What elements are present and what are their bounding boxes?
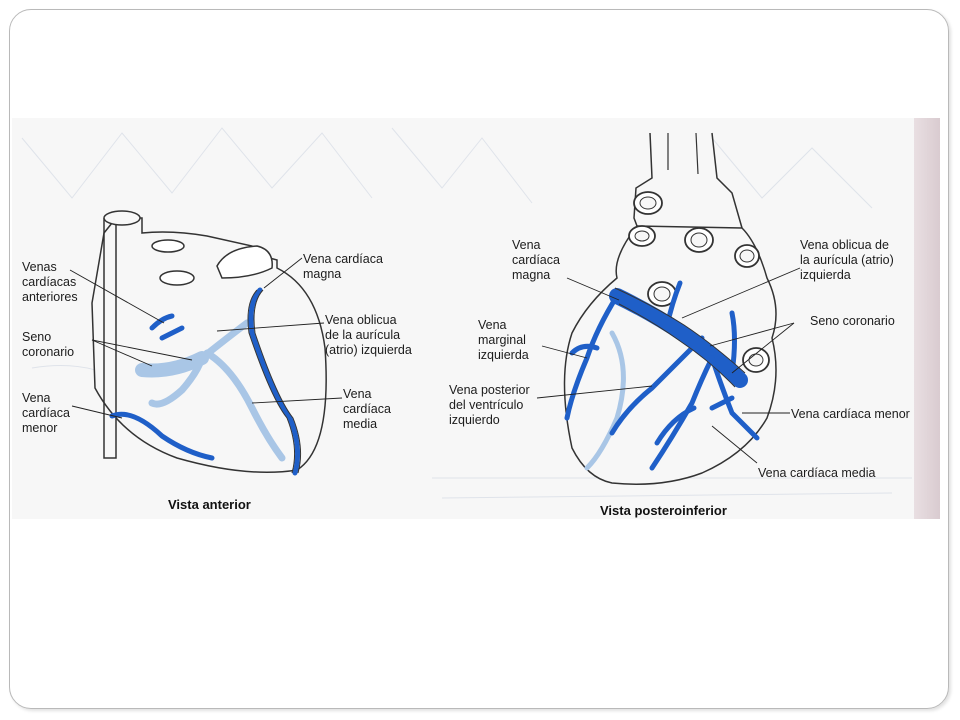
- anterior-vessel-opening-1: [103, 210, 141, 226]
- slide-frame: [9, 9, 949, 709]
- anterior-heart: Venas cardíacas anteriores Seno coronari…: [22, 210, 412, 512]
- label-vena-oblicua-anterior: Vena oblicua de la aurícula (atrio) izqu…: [325, 313, 412, 357]
- label-seno-coronario-anterior: Seno coronario: [22, 330, 74, 359]
- posterior-vessel-lines: [667, 132, 699, 175]
- label-vena-cardiaca-media-anterior: Vena cardíaca media: [343, 387, 394, 431]
- label-vena-cardiaca-magna-anterior: Vena cardíaca magna: [303, 252, 386, 281]
- anterior-coronary-sinus-light: [135, 351, 209, 378]
- posterior-opening-6-inner: [748, 353, 764, 367]
- anterior-vein-edges: [247, 289, 302, 474]
- posterior-opening-2-inner: [634, 230, 650, 242]
- label-venas-cardiacas-anteriores: Venas cardíacas anteriores: [22, 260, 80, 304]
- anterior-dark-veins: [109, 287, 301, 476]
- anterior-leader-lines: [69, 257, 343, 419]
- posterior-dark-veins: [564, 280, 760, 471]
- posterior-light-vein: [584, 330, 626, 471]
- label-seno-coronario-posterior: Seno coronario: [810, 314, 895, 328]
- heart-veins-figure: Venas cardíacas anteriores Seno coronari…: [12, 118, 940, 519]
- heart-diagram-svg: Venas cardíacas anteriores Seno coronari…: [21, 127, 912, 518]
- posterior-aorta-right: [711, 132, 743, 229]
- caption-vista-anterior: Vista anterior: [168, 497, 251, 512]
- anterior-auricle: [216, 245, 273, 279]
- label-vena-oblicua-posterior: Vena oblicua de la aurícula (atrio) izqu…: [800, 238, 897, 282]
- posterior-vein-edges: [614, 287, 746, 388]
- posterior-opening-3-inner: [690, 232, 708, 248]
- label-vena-cardiaca-menor-anterior: Vena cardíaca menor: [22, 391, 73, 435]
- caption-vista-posteroinferior: Vista posteroinferior: [600, 503, 727, 518]
- anterior-vessel-opening-2: [151, 239, 185, 253]
- posterior-leader-lines: [536, 267, 801, 464]
- page-edge-strip: [914, 118, 940, 519]
- posterior-opening-1-inner: [639, 196, 657, 210]
- label-vena-cardiaca-media-posterior: Vena cardíaca media: [758, 466, 875, 480]
- anterior-vessel-opening-3: [159, 270, 195, 286]
- posterior-coronary-sinus: [609, 288, 748, 388]
- anterior-vena-cava: [103, 218, 117, 459]
- label-vena-posterior-ventriculo: Vena posterior del ventrículo izquierdo: [449, 383, 533, 427]
- anterior-heart-outline: [91, 217, 327, 473]
- posterior-opening-4-inner: [739, 249, 755, 263]
- posterior-opening-5-inner: [653, 286, 671, 302]
- label-vena-cardiaca-menor-posterior: Vena cardíaca menor: [791, 407, 910, 421]
- posteroinferior-heart: Vena cardíaca magna Vena marginal izquie…: [449, 132, 910, 518]
- posterior-aorta-left: [633, 132, 653, 227]
- label-vena-marginal-izquierda: Vena marginal izquierda: [478, 318, 529, 362]
- label-vena-cardiaca-magna-posterior: Vena cardíaca magna: [512, 238, 563, 282]
